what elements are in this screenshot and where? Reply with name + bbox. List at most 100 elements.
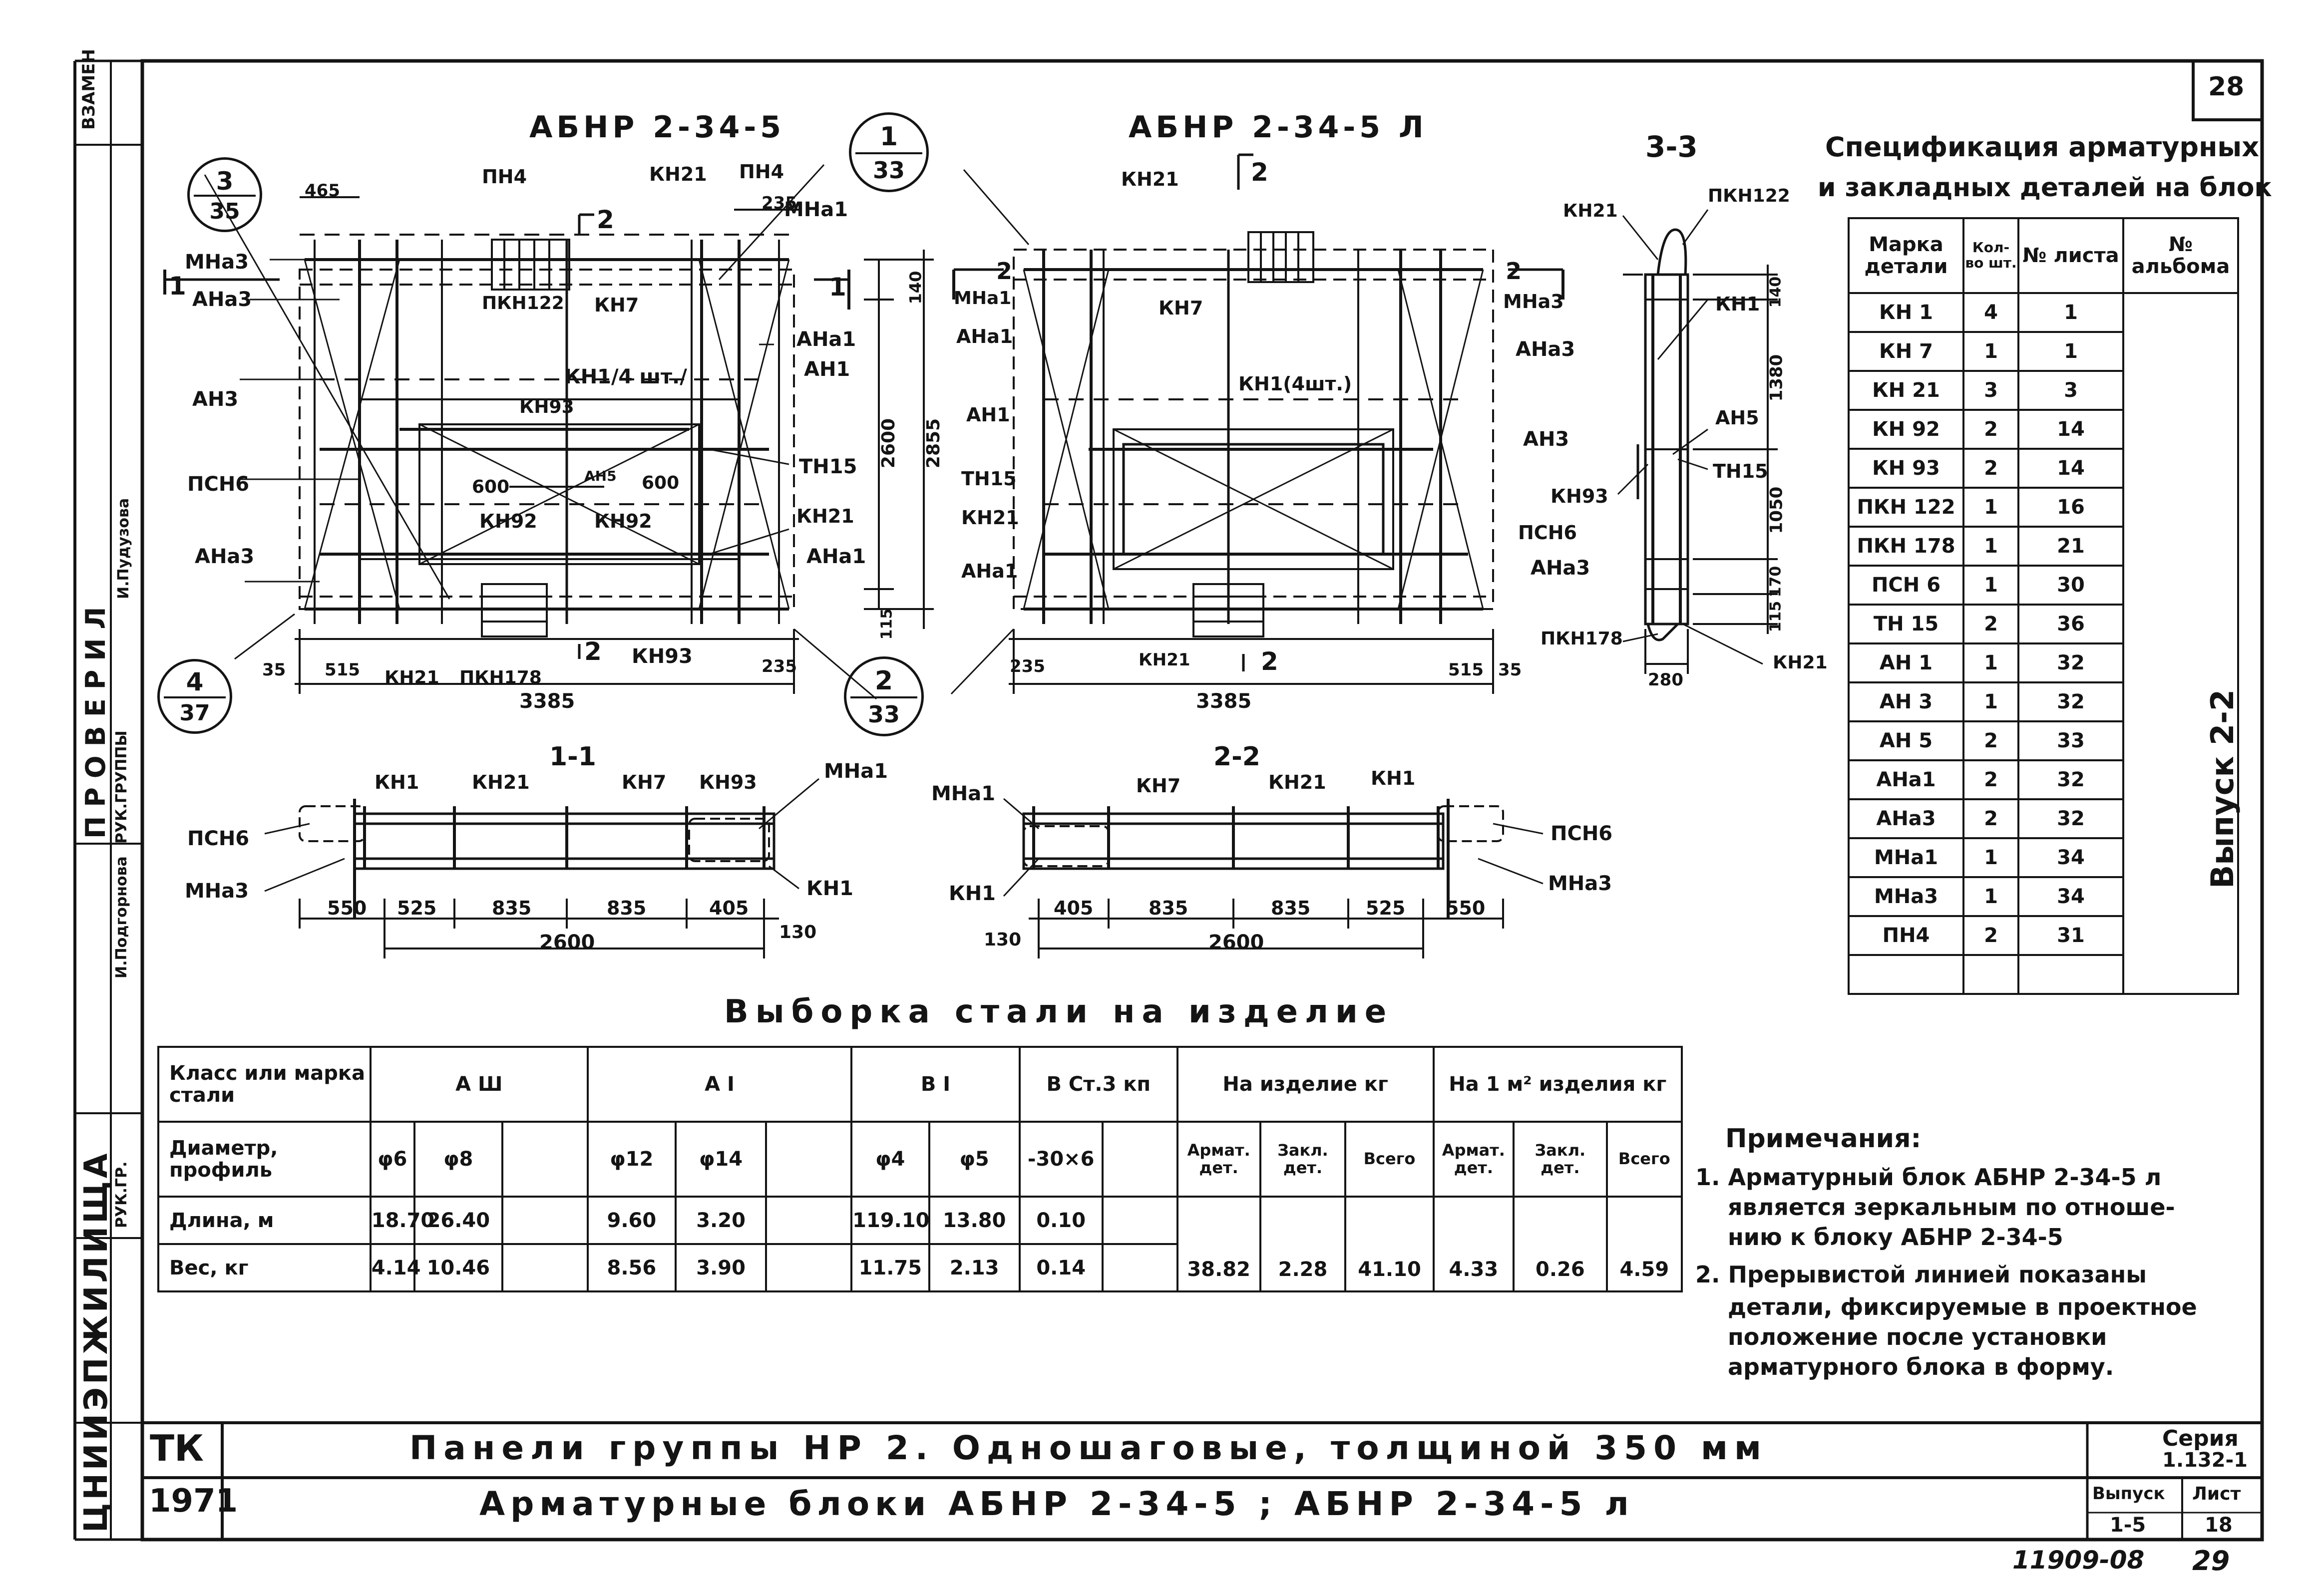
dim-r-515: 515 <box>1448 660 1484 680</box>
spec-header-mark: Марка детали <box>1848 217 1964 294</box>
steel-h-na-m2: На 1 м² изделия кг <box>1432 1046 1683 1123</box>
dim-11-835-b: 835 <box>607 897 647 919</box>
spec-qty: 1 <box>1962 642 2019 683</box>
spec-mark: КН 7 <box>1848 331 1964 372</box>
spec-sheet: 32 <box>2017 798 2124 839</box>
label-r-kn21: КН21 <box>961 507 1019 529</box>
section-3-3 <box>1617 209 1778 674</box>
label-kn92-a: КН92 <box>479 510 537 532</box>
spec-sheet: 3 <box>2017 370 2124 411</box>
label-r-mna1: МНа1 <box>954 288 1012 309</box>
spec-mark: АНа3 <box>1848 798 1964 839</box>
callout-divider <box>855 152 922 154</box>
steel-total: 2.28 <box>1259 1196 1347 1292</box>
section-mark-2-rr: 2 <box>1506 258 1522 285</box>
callout-divider <box>194 195 256 197</box>
title-section-2-2: 2-2 <box>1213 742 1260 772</box>
steel-lengths-cell: 18.70 <box>369 1196 434 1245</box>
callout-bottom: 33 <box>867 701 900 728</box>
label-11-kn1-b: КН1 <box>806 877 854 900</box>
dim-600-b: 600 <box>642 473 680 493</box>
steel-subheader: Закл. дет. <box>1513 1121 1608 1198</box>
spec-mark: ПКН 178 <box>1848 526 1964 567</box>
label-kn93-bot: КН93 <box>632 645 693 668</box>
spec-mark: МНа1 <box>1848 837 1964 878</box>
title-front-left: АБНР 2-34-5 <box>529 110 785 145</box>
spec-sheet: 1 <box>2017 331 2124 372</box>
spec-sheet: 1 <box>2017 292 2124 333</box>
spec-sheet: 31 <box>2017 915 2124 956</box>
tb-list: 18 <box>2205 1514 2233 1537</box>
section-2-2 <box>1003 798 1544 958</box>
callout-top: 3 <box>216 167 234 196</box>
steel-diameters-cell: φ5 <box>928 1121 1021 1198</box>
label-ana3-top: АНа3 <box>192 288 252 311</box>
steel-h-class: Класс или марка стали <box>157 1046 372 1123</box>
label-r-ana3: АНа3 <box>1516 338 1575 361</box>
callout-divider <box>850 696 917 698</box>
steel-title: Выборка стали на изделие <box>724 993 1394 1030</box>
spec-body: Марка детали Кол-во шт. № листа № альбом… <box>1848 217 2239 995</box>
label-33-kn21: КН21 <box>1563 201 1618 221</box>
steel-weights-cell <box>765 1243 853 1292</box>
spec-qty: 2 <box>1962 798 2019 839</box>
label-psn6: ПСН6 <box>187 473 250 496</box>
spec-qty: 1 <box>1962 876 2019 917</box>
label-kn7: КН7 <box>594 294 639 316</box>
steel-subheader: Всего <box>1605 1121 1683 1198</box>
sheet-number: 28 <box>2208 72 2245 102</box>
steel-diameters-cell <box>501 1121 589 1198</box>
callout-3-35: 3 35 <box>187 157 262 232</box>
steel-total: 0.26 <box>1513 1196 1608 1292</box>
spec-title-line2: и закладных деталей на блок <box>1818 173 2272 203</box>
spec-album-cell <box>2122 292 2239 995</box>
notes-heading: Примечания: <box>1725 1124 1922 1154</box>
label-11-kn7: КН7 <box>622 771 667 793</box>
spec-mark: КН 1 <box>1848 292 1964 333</box>
label-an1: АН1 <box>804 358 850 381</box>
dim-11-130: 130 <box>779 922 817 943</box>
steel-diameters-cell <box>765 1121 853 1198</box>
steel-diameters-cell: φ4 <box>850 1121 930 1198</box>
tb-vypusk-label: Выпуск <box>2092 1484 2165 1504</box>
spec-title-line1: Спецификация арматурных <box>1825 131 2260 163</box>
label-pkn122: ПКН122 <box>482 293 564 314</box>
label-33-pkn122: ПКН122 <box>1708 186 1790 206</box>
footer-code: 11909-08 <box>2012 1546 2145 1575</box>
label-33-kn1: КН1 <box>1715 293 1760 315</box>
label-22-kn1: КН1 <box>1371 767 1416 789</box>
label-r-ana3-bot: АНа3 <box>1531 557 1590 580</box>
spec-sheet: 32 <box>2017 681 2124 722</box>
steel-h-a1: А I <box>586 1046 853 1123</box>
spec-mark: ПН4 <box>1848 915 1964 956</box>
steel-total: 4.33 <box>1432 1196 1515 1292</box>
spec-qty: 2 <box>1962 448 2019 489</box>
steel-lengths-cell <box>1101 1196 1178 1245</box>
steel-lengths-cell: 119.10 <box>850 1196 930 1245</box>
label-33-an5: АН5 <box>1715 407 1759 429</box>
dim-33-1050: 1050 <box>1766 486 1787 534</box>
label-11-kn21: КН21 <box>472 771 530 793</box>
callout-bottom: 35 <box>209 199 240 224</box>
spec-mark: АН 3 <box>1848 681 1964 722</box>
steel-lengths-cell: 26.40 <box>413 1196 503 1245</box>
spec-qty: 2 <box>1962 604 2019 644</box>
label-r-ana1: АНа1 <box>956 325 1013 347</box>
label-tn15: ТН15 <box>799 455 857 478</box>
spec-qty: 1 <box>1962 681 2019 722</box>
spec-mark: АН 1 <box>1848 642 1964 683</box>
callout-2-33: 2 33 <box>844 656 924 736</box>
callout-bottom: 37 <box>179 700 210 726</box>
dim-11-835-a: 835 <box>492 897 532 919</box>
steel-subheader: Закл. дет. <box>1259 1121 1347 1198</box>
dim-33-280: 280 <box>1648 670 1683 690</box>
